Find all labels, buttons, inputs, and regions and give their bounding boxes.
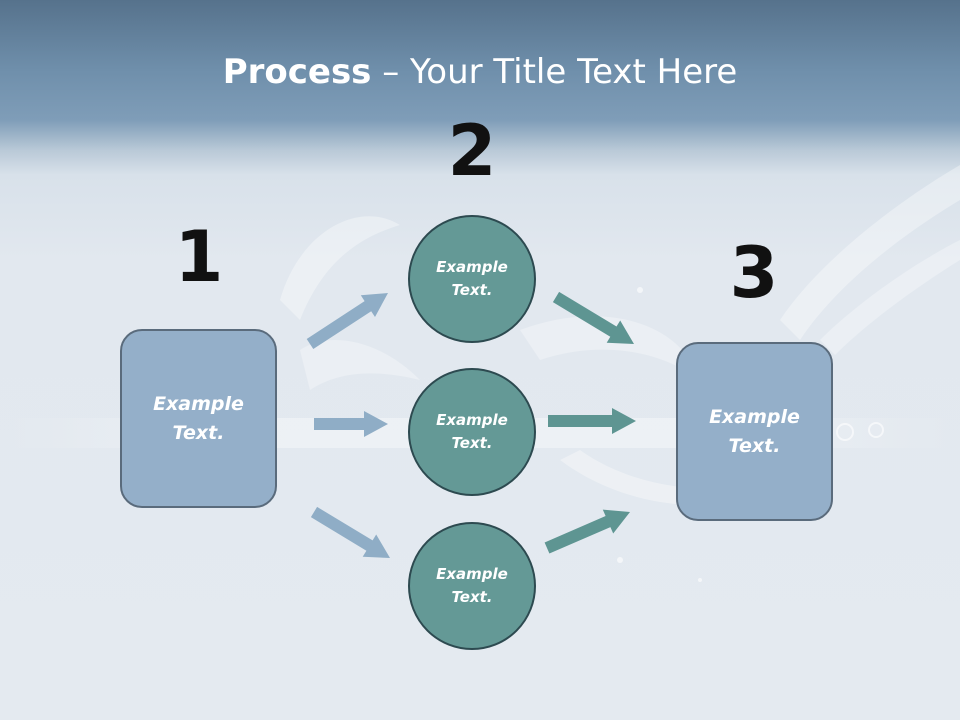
- step-number-2: 2: [447, 110, 497, 192]
- arrow-1-to-2-bottom: [310, 506, 390, 558]
- step-3-box: Example Text.: [676, 342, 833, 521]
- step-number-1: 1: [174, 216, 224, 298]
- step-2-circle-middle: Example Text.: [408, 368, 536, 496]
- step-3-label: Example Text.: [709, 405, 800, 457]
- title-bold: Process: [222, 52, 372, 92]
- step-2-circle-top: Example Text.: [408, 215, 536, 343]
- arrow-2-bottom-to-3: [544, 509, 630, 554]
- title-rest: – Your Title Text Here: [371, 52, 738, 92]
- arrow-1-to-2-top: [306, 293, 388, 349]
- step-2-top-label: Example Text.: [436, 258, 508, 299]
- step-number-3: 3: [729, 232, 779, 314]
- step-2-middle-label: Example Text.: [436, 411, 508, 452]
- arrow-2-top-to-3: [552, 291, 634, 344]
- step-1-label: Example Text.: [153, 392, 244, 444]
- slide-title: Process – Your Title Text Here: [0, 52, 960, 92]
- step-1-box: Example Text.: [120, 329, 277, 508]
- arrow-1-to-2-middle: [314, 411, 388, 437]
- step-2-bottom-label: Example Text.: [436, 565, 508, 606]
- arrow-2-middle-to-3: [548, 408, 636, 434]
- step-2-circle-bottom: Example Text.: [408, 522, 536, 650]
